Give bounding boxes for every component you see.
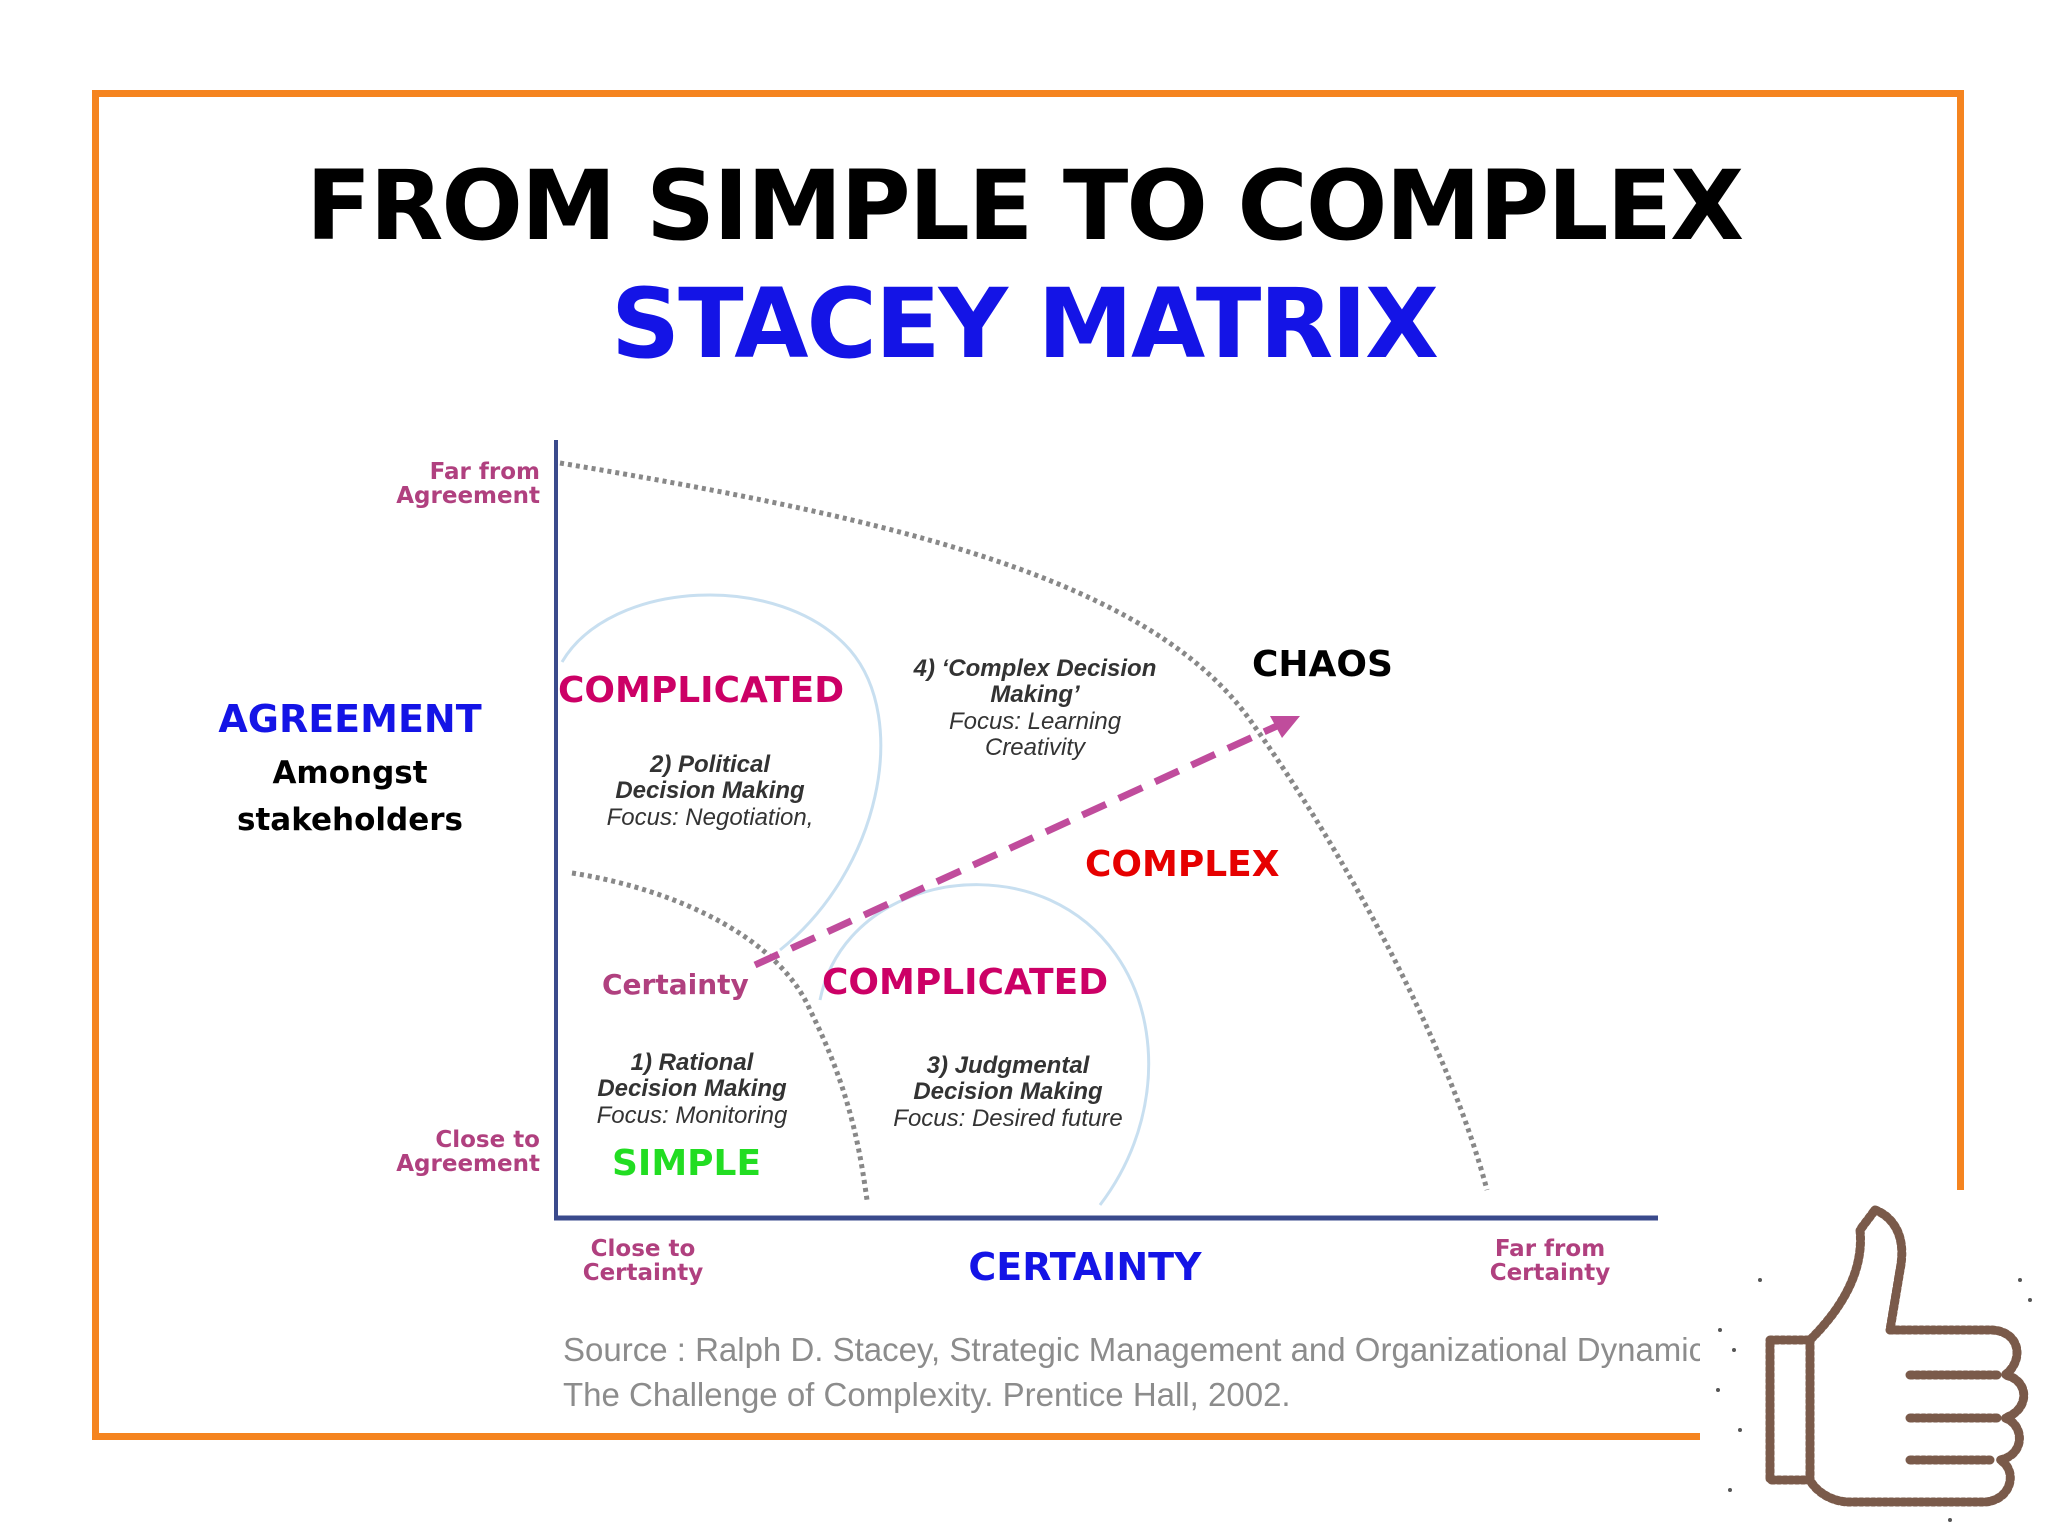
desc-complex: 4) ‘Complex Decision Making’ Focus: Lear… [885,655,1185,762]
desc-rational-title: 1) Rational [630,1049,754,1076]
x-axis-title: CERTAINTY [968,1245,1202,1289]
desc-political-subtitle: Decision Making [615,777,805,805]
source-citation: Source : Ralph D. Stacey, Strategic Mana… [563,1328,1740,1417]
desc-political: 2) Political Decision Making Focus: Nego… [560,751,860,831]
zone-complicated-top: COMPLICATED [558,670,845,711]
x-axis-left-label: Close to Certainty [582,1236,704,1287]
chaos-boundary-curve [559,460,1490,1191]
desc-rational: 1) Rational Decision Making Focus: Monit… [542,1049,842,1129]
desc-judgmental-focus: Focus: Desired future [893,1104,1123,1132]
slide-title: FROM SIMPLE TO COMPLEX [305,150,1744,262]
desc-judgmental-title: 3) Judgmental [926,1052,1090,1079]
slide-frame [92,90,1964,1440]
desc-political-title: 2) Political [649,751,771,778]
zone-chaos: CHAOS [1252,644,1393,685]
complicated-top-bubble [560,593,883,952]
progression-arrowhead [1270,716,1300,738]
y-axis-subtitle-1: Amongst [272,755,428,791]
desc-rational-focus: Focus: Monitoring [596,1101,788,1129]
complicated-bottom-bubble [818,883,1151,1206]
y-axis-top-label: Far from Agreement [396,459,540,510]
desc-political-focus: Focus: Negotiation, [606,803,814,831]
simple-boundary-curve [571,870,870,1201]
y-axis-subtitle-2: stakeholders [237,802,463,838]
x-axis-right-label: Far from Certainty [1489,1236,1611,1287]
slide-subtitle: STACEY MATRIX [611,268,1439,380]
desc-rational-subtitle: Decision Making [597,1075,787,1103]
progression-arrow [753,716,1292,969]
desc-complex-focus: Focus: Learning [948,707,1122,735]
desc-judgmental: 3) Judgmental Decision Making Focus: Des… [858,1052,1158,1132]
source-line-2: The Challenge of Complexity. Prentice Ha… [563,1375,1291,1413]
desc-complex-focus-2: Creativity [984,734,1086,762]
y-axis-bottom-label: Close to Agreement [396,1127,540,1178]
desc-judgmental-subtitle: Decision Making [913,1078,1103,1106]
thumbs-up-crowd-icon [1700,1190,2048,1535]
desc-complex-title: 4) ‘Complex Decision [913,655,1157,682]
zone-complex: COMPLEX [1085,844,1280,885]
zone-simple: SIMPLE [612,1143,762,1184]
source-line-1: Source : Ralph D. Stacey, Strategic Mana… [563,1331,1740,1368]
zone-complicated-bottom: COMPLICATED [822,962,1109,1003]
zone-certainty-label: Certainty [602,968,749,1001]
desc-complex-subtitle: Making’ [990,681,1080,709]
y-axis-title: AGREEMENT [218,697,482,741]
